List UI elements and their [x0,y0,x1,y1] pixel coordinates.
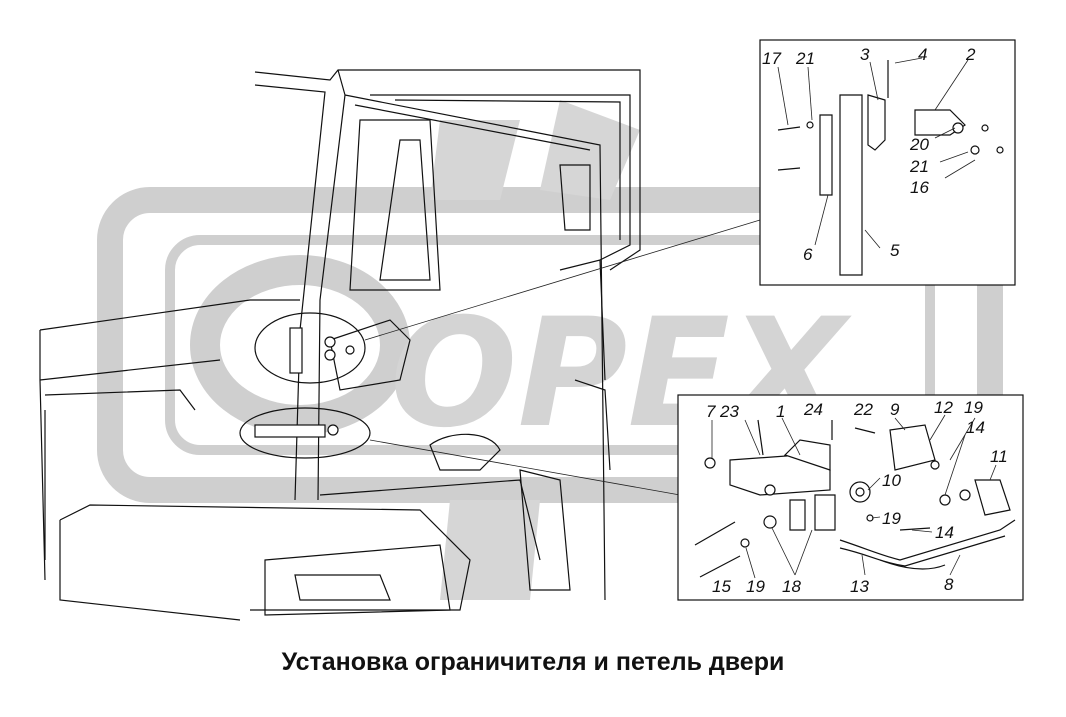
callout-12: 12 [934,398,953,417]
callout-2: 2 [965,45,976,64]
callout-15: 15 [712,577,731,596]
hinge-highlight-lower [239,407,371,459]
callout-17: 17 [762,49,781,68]
callout-8: 8 [944,575,954,594]
cab-body [39,69,641,621]
callout-14a: 14 [966,418,985,437]
callout-6: 6 [803,245,813,264]
callout-4: 4 [918,45,927,64]
callout-16: 16 [910,178,929,197]
callout-13: 13 [850,577,869,596]
callout-24: 24 [803,400,823,419]
callout-19b: 19 [882,509,901,528]
callout-22: 22 [853,400,873,419]
callout-5: 5 [890,241,900,260]
callout-3: 3 [860,45,870,64]
callout-23: 23 [719,402,739,421]
callout-11: 11 [990,447,1008,466]
callout-9: 9 [890,400,900,419]
callout-21b: 21 [909,157,929,176]
callout-18: 18 [782,577,801,596]
detail-box-lower-limiter [677,394,1024,601]
callouts-lower: 7 23 1 24 22 9 12 19 14 11 10 19 14 15 1… [706,398,1008,596]
callout-20: 20 [909,135,929,154]
leader-lower [369,439,681,496]
callout-21: 21 [795,49,815,68]
detail-box-upper-hinge [759,39,1016,286]
leader-upper [364,219,761,341]
callout-14b: 14 [935,523,954,542]
callout-19c: 19 [746,577,765,596]
callout-10: 10 [882,471,901,490]
callout-19a: 19 [964,398,983,417]
callout-1: 1 [776,402,785,421]
hinge-highlight-upper [254,312,366,384]
callout-7: 7 [706,402,716,421]
callouts-upper: 17 21 3 4 2 20 21 16 6 5 [762,45,976,264]
figure-caption: Установка ограничителя и петель двери [281,648,785,676]
